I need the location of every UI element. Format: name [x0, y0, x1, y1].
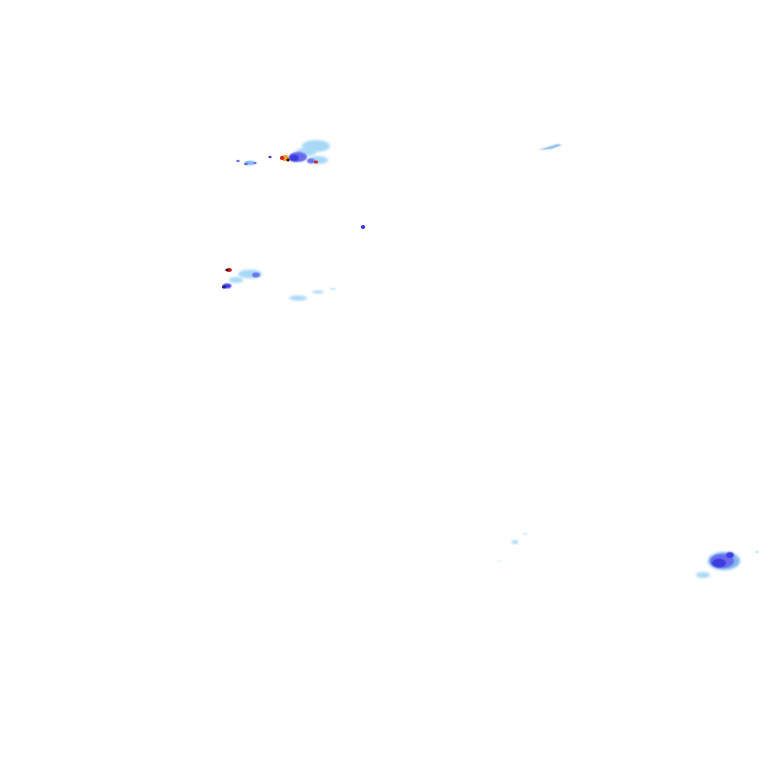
echo-core [225, 268, 229, 272]
echo-light [229, 277, 243, 283]
echo-west-cluster [222, 268, 262, 289]
echo-west-central-drizzle [289, 288, 336, 301]
echo-moderate [244, 162, 248, 166]
echo-heavy [726, 552, 734, 558]
echo-north-west-fragments [236, 159, 257, 166]
echo-heavy [289, 154, 299, 162]
echo-moderate [253, 162, 257, 164]
echo-light [330, 288, 336, 290]
echo-streak [538, 144, 562, 150]
echo-extreme [280, 156, 284, 160]
echo-moderate [236, 159, 240, 163]
echo-north-cluster [268, 140, 330, 164]
echo-extreme [314, 160, 318, 164]
echo-heavy [712, 558, 726, 568]
echo-light [755, 551, 759, 553]
echo-light [511, 540, 519, 544]
echo-light [312, 290, 324, 294]
echo-very-heavy [222, 285, 226, 289]
echo-light [696, 572, 710, 578]
echo-moderate [252, 272, 260, 278]
echo-moderate [307, 158, 315, 164]
echo-core [286, 158, 290, 162]
echo-light [497, 560, 501, 562]
echo-heavy [360, 225, 366, 229]
echo-central-dot [360, 225, 366, 229]
echo-south-east-cell [696, 551, 759, 578]
echo-light [289, 295, 307, 301]
echo-heavy [268, 155, 272, 159]
echo-south-central-drizzle [497, 533, 527, 562]
echo-light [523, 533, 527, 535]
echo-north-east-streak [538, 144, 562, 150]
